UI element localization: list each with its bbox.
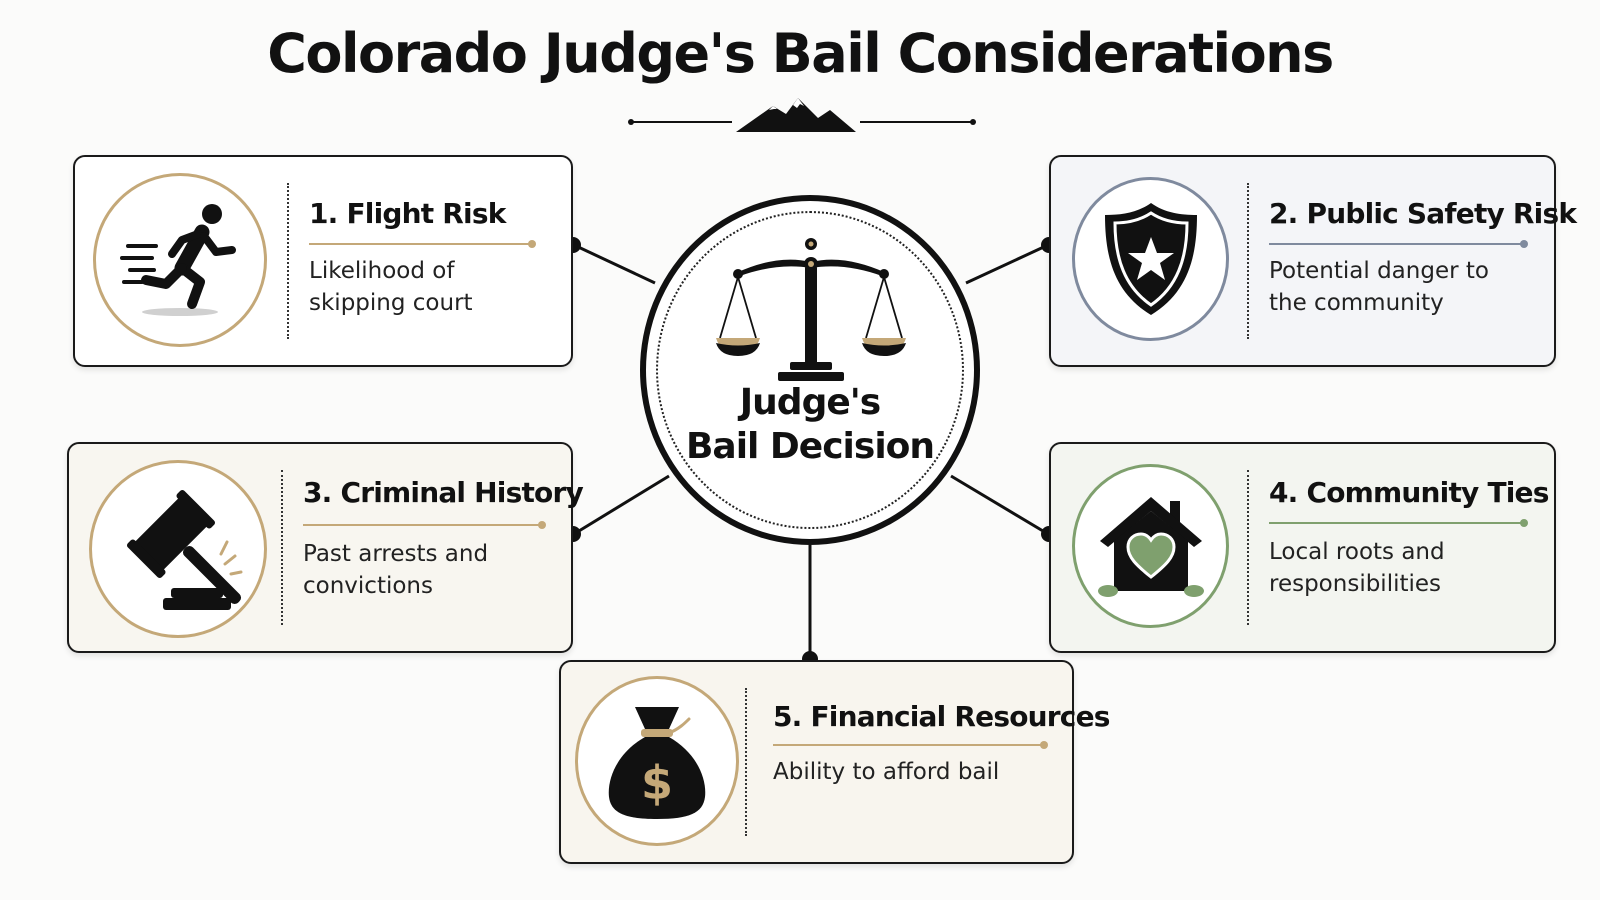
factor-card-criminal-history: 3. Criminal History Past arrests and con… (67, 442, 584, 653)
factor-card-community-ties: 4. Community Ties Local roots and respon… (1049, 442, 1556, 653)
dotted-divider (287, 183, 289, 339)
title-underline (1269, 519, 1528, 527)
title-underline (773, 741, 1048, 749)
factor-card-public-safety-risk: 2. Public Safety Risk Potential danger t… (1049, 155, 1577, 367)
shield-star-icon (1104, 203, 1197, 315)
money-bag-icon: $ (608, 707, 706, 819)
factor-description: Ability to afford bail (773, 759, 1000, 785)
factor-description: Local roots and responsibilities (1269, 539, 1445, 597)
icon-circle (93, 173, 267, 347)
center-decision-circle: Judge's Bail Decision (640, 195, 980, 545)
dotted-divider (745, 688, 747, 836)
scales-of-justice-icon (716, 238, 906, 381)
factor-title: 1. Flight Risk (309, 197, 506, 230)
center-label-line1: Judge's (739, 382, 881, 423)
icon-circle: $ (575, 676, 739, 846)
center-dotted-ring (656, 211, 964, 529)
title-underline (309, 240, 536, 248)
factor-description: Potential danger to the community (1269, 258, 1489, 316)
icon-circle (89, 460, 267, 638)
house-heart-icon (1097, 497, 1204, 597)
dotted-divider (1247, 183, 1249, 339)
center-label-line2: Bail Decision (685, 426, 935, 467)
factor-title: 3. Criminal History (303, 476, 584, 509)
title-underline (1269, 240, 1528, 248)
running-person-icon (120, 204, 236, 316)
page-title: Colorado Judge's Bail Considerations (267, 22, 1334, 85)
svg-text:$: $ (641, 756, 673, 810)
title-underline (303, 521, 546, 529)
factor-card-flight-risk: 1. Flight Risk Likelihood of skipping co… (73, 155, 573, 367)
dotted-divider (1247, 470, 1249, 625)
dotted-divider (281, 470, 283, 625)
mountain-divider-icon (628, 98, 976, 132)
factor-title: 2. Public Safety Risk (1269, 197, 1577, 230)
icon-circle (1072, 464, 1229, 628)
factor-title: 4. Community Ties (1269, 476, 1549, 509)
factor-description: Likelihood of skipping court (309, 258, 473, 316)
factor-card-financial-resources: $ 5. Financial Resources Ability to affo… (559, 660, 1110, 864)
factor-title: 5. Financial Resources (773, 700, 1110, 733)
gavel-icon (126, 489, 243, 610)
factor-description: Past arrests and convictions (303, 541, 489, 599)
icon-circle (1072, 177, 1229, 341)
